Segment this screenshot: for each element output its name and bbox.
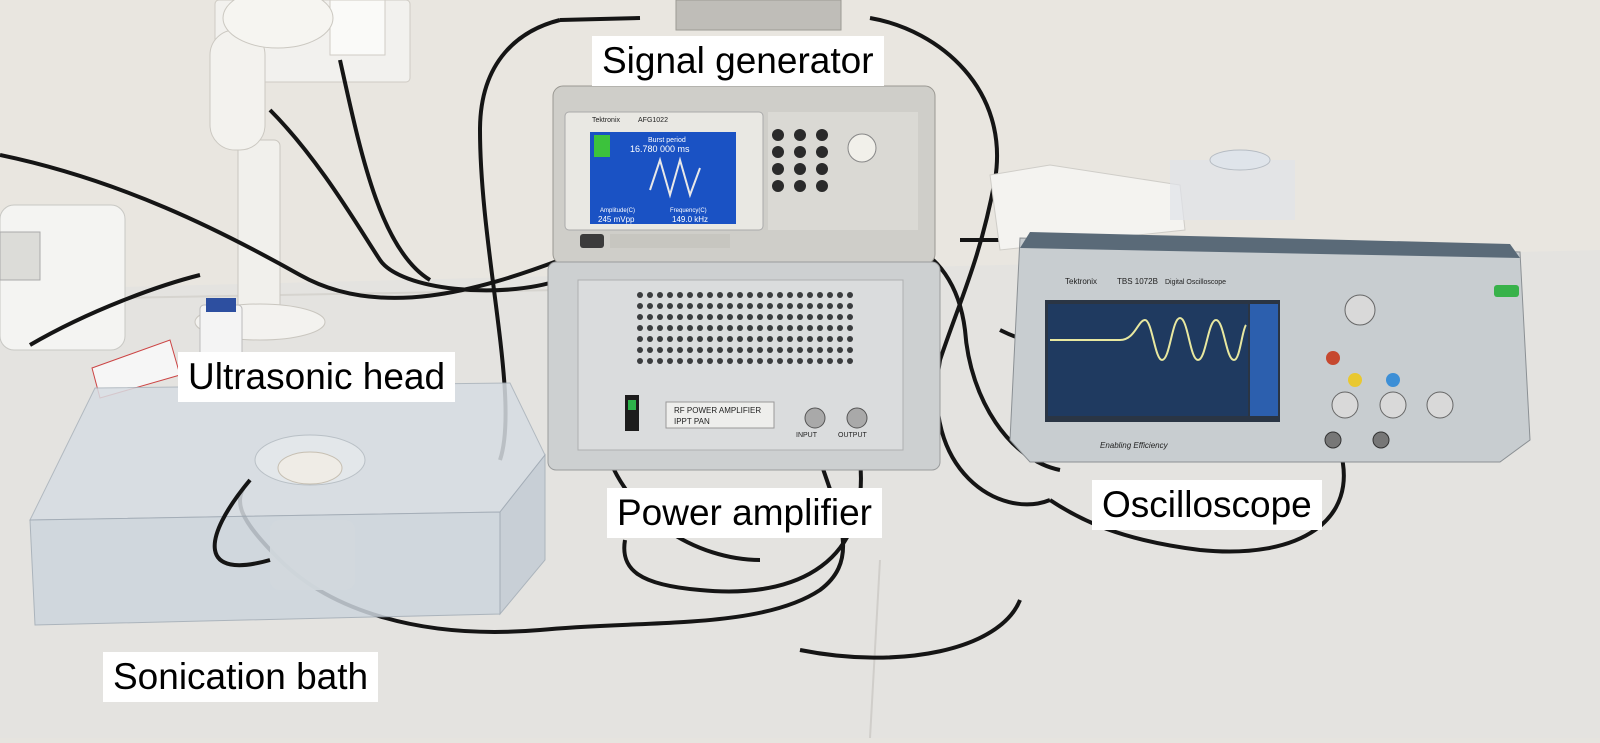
generator-screen-title: Burst period [648, 137, 686, 144]
generator-frequency-label: Frequency(C) [670, 208, 707, 214]
amplifier-vent-grid [637, 292, 853, 364]
generator-amplitude-label: Amplitude(C) [600, 208, 635, 214]
oscilloscope-subtitle: Digital Oscilloscope [1165, 279, 1226, 286]
generator-screen [590, 132, 736, 224]
power-amplifier [547, 261, 941, 471]
label-oscilloscope: Oscilloscope [1092, 480, 1322, 530]
label-signal-generator: Signal generator [592, 36, 884, 86]
amplifier-plate-line1: RF POWER AMPLIFIER [674, 406, 761, 415]
oscilloscope-brand: Tektronix [1065, 277, 1097, 286]
generator-screen-value: 16.780 000 ms [630, 144, 690, 154]
amplifier-input-label: INPUT [796, 432, 818, 439]
oscilloscope [1009, 232, 1531, 463]
oscilloscope-tagline: Enabling Efficiency [1100, 441, 1169, 450]
signal-generator [552, 0, 936, 265]
generator-frequency-value: 149.0 kHz [672, 215, 708, 224]
lab-stand [194, 0, 334, 341]
label-ultrasonic-head: Ultrasonic head [178, 352, 456, 402]
amplifier-output-label: OUTPUT [838, 432, 868, 439]
amplifier-plate-line2: IPPT PAN [674, 417, 710, 426]
oscilloscope-model: TBS 1072B [1117, 277, 1158, 286]
generator-amplitude-value: 245 mVpp [598, 215, 635, 224]
label-sonication-bath: Sonication bath [103, 652, 379, 702]
sonication-bath [29, 382, 546, 626]
generator-keypad [772, 129, 828, 192]
label-power-amplifier: Power amplifier [607, 488, 882, 538]
generator-model: AFG1022 [638, 117, 668, 124]
white-box [989, 149, 1295, 251]
generator-brand: Tektronix [592, 117, 621, 124]
